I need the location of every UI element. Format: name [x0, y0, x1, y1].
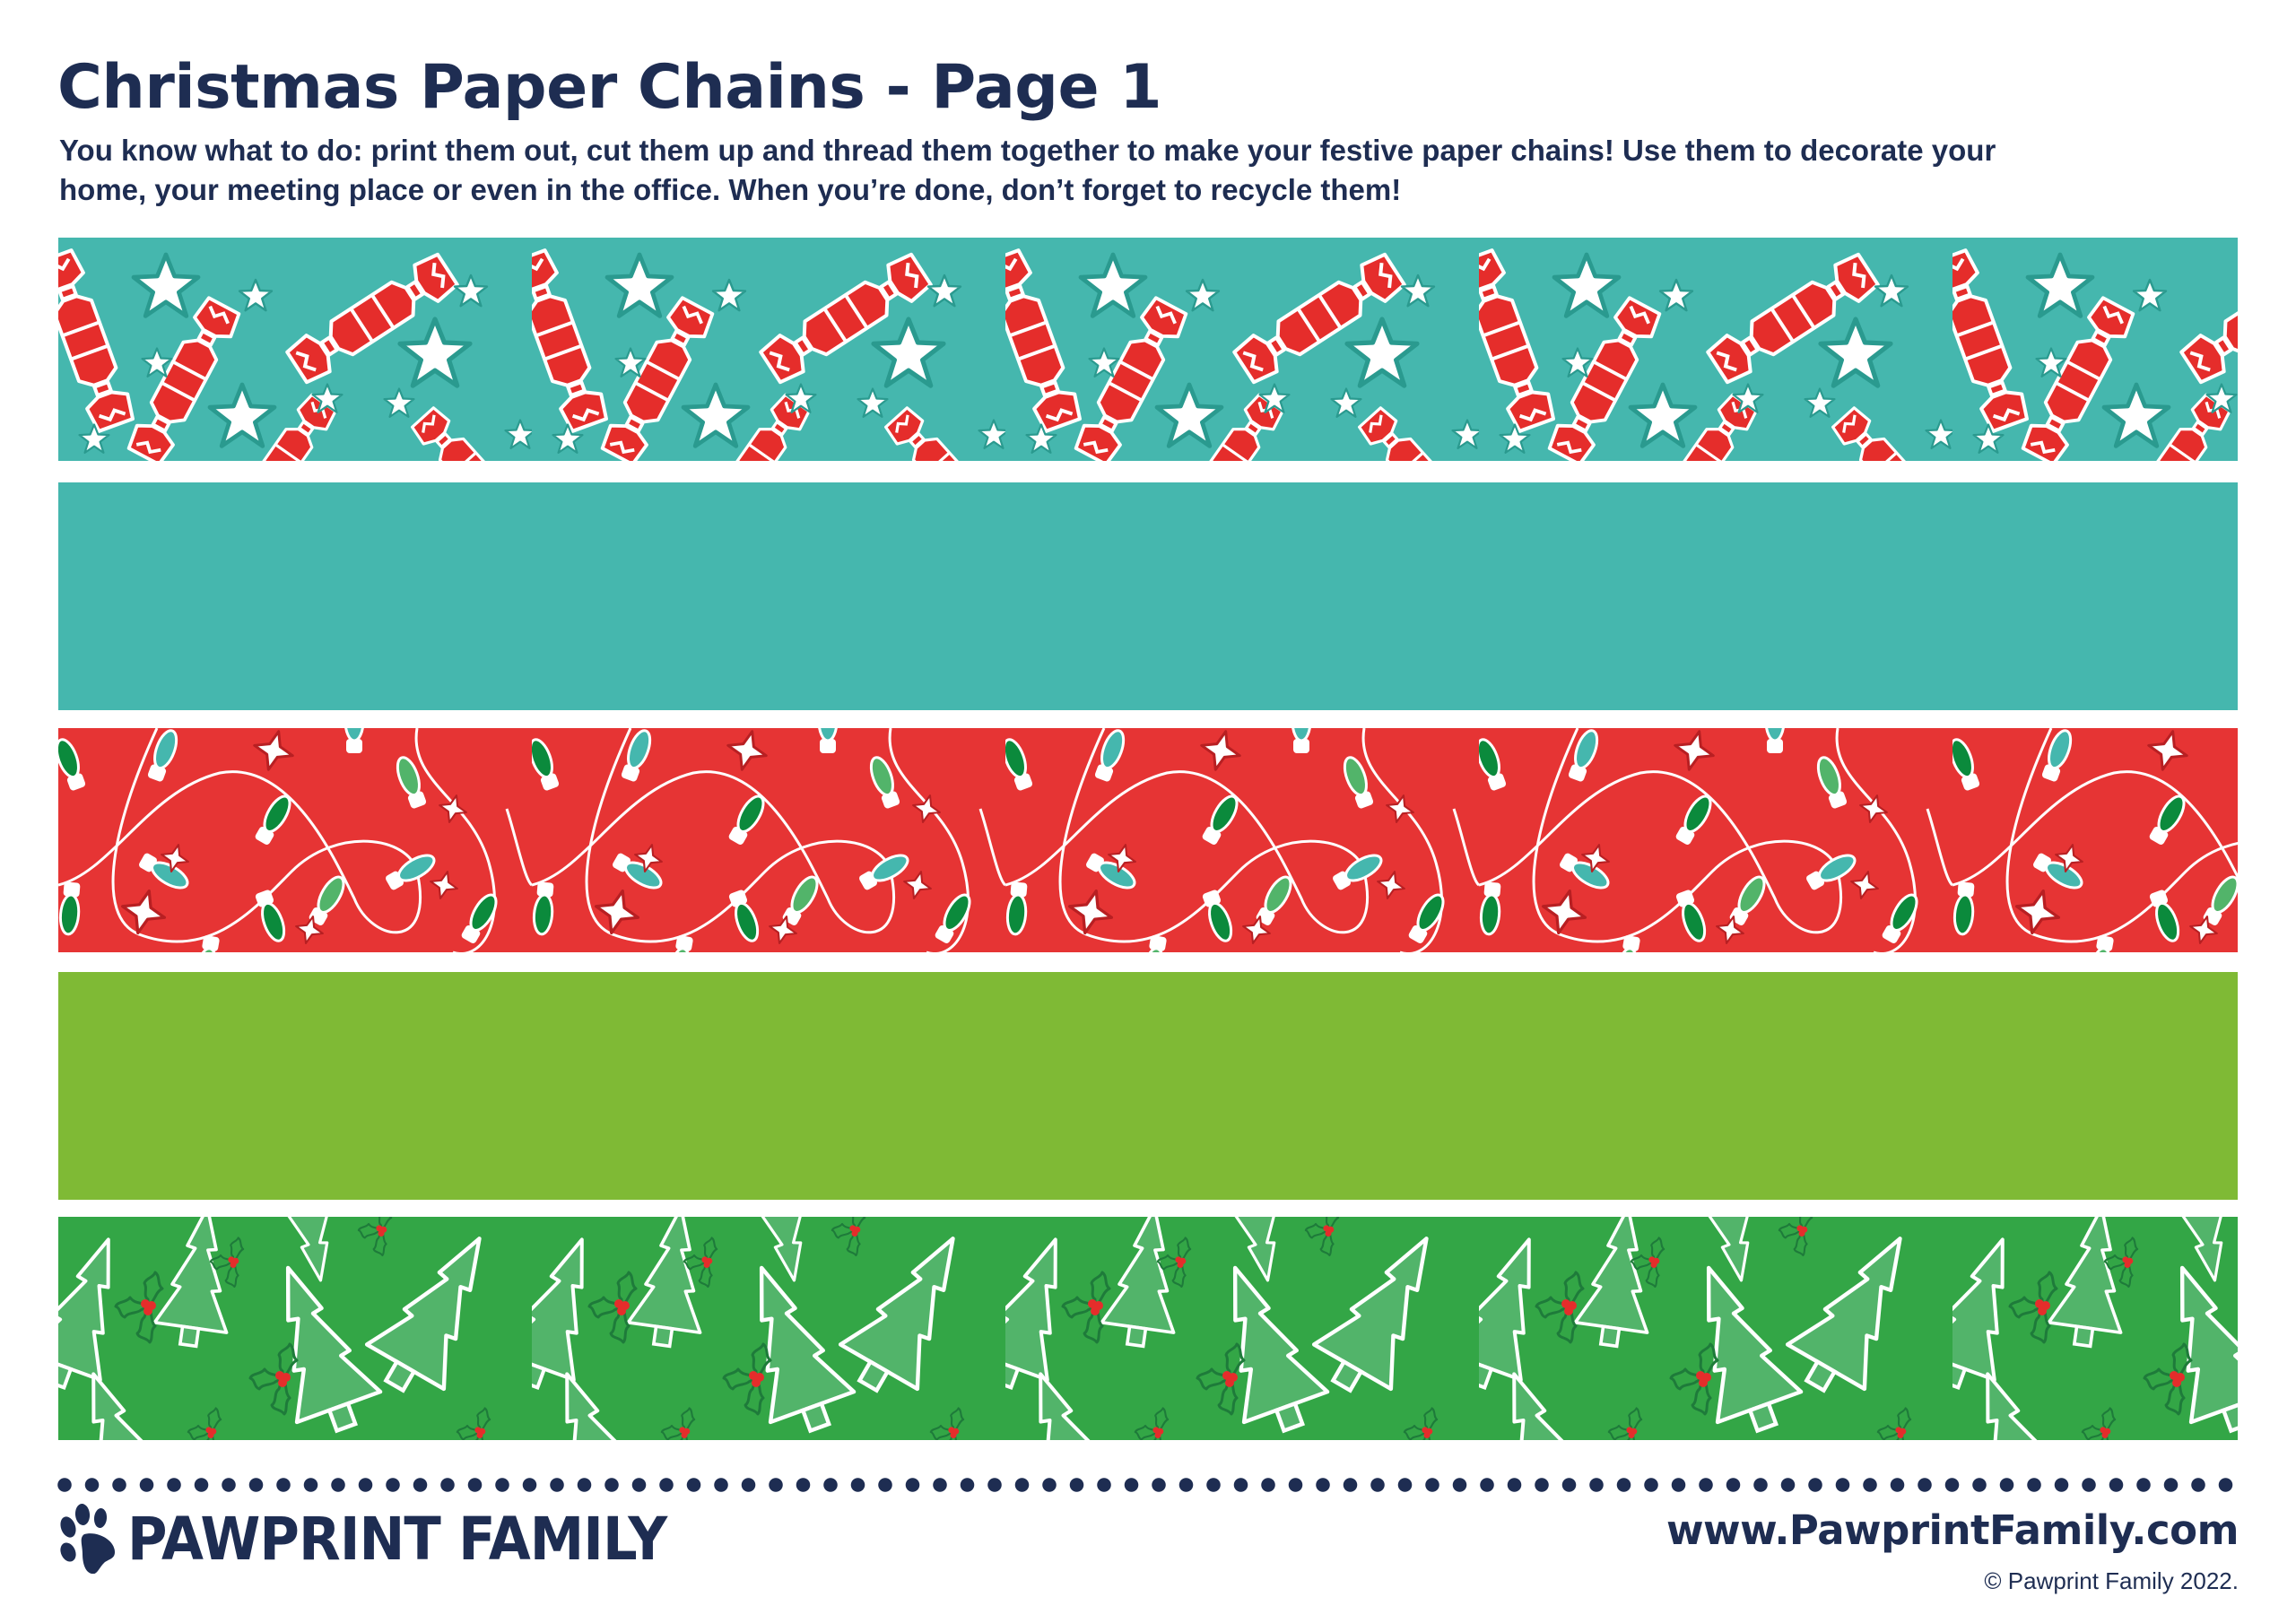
paper-strip-fairy-lights — [58, 728, 2238, 952]
dotted-divider — [57, 1478, 2246, 1492]
intro-line-1: You know what to do: print them out, cut… — [59, 134, 1996, 167]
fairy-lights-pattern — [58, 728, 2238, 952]
website-link[interactable]: www.PawprintFamily.com — [1665, 1506, 2239, 1554]
copyright-notice: © Pawprint Family 2022. — [1984, 1567, 2239, 1594]
brand-logo: PAWPRINT FAMILY — [57, 1501, 714, 1576]
crackers-stars-pattern — [58, 238, 2238, 461]
paper-strip-solid-lime — [58, 972, 2238, 1200]
paper-strip-crackers — [58, 238, 2238, 461]
paw-print-icon — [60, 1504, 115, 1574]
intro-line-2: home, your meeting place or even in the … — [59, 173, 1402, 206]
brand-name: PAWPRINT FAMILY — [127, 1504, 667, 1574]
trees-holly-pattern — [58, 1217, 2238, 1440]
page-title: Christmas Paper Chains - Page 1 — [57, 52, 1162, 123]
paper-strip-trees-holly — [58, 1217, 2238, 1440]
paper-strip-solid-teal — [58, 482, 2238, 710]
intro-text: You know what to do: print them out, cut… — [59, 131, 1996, 210]
